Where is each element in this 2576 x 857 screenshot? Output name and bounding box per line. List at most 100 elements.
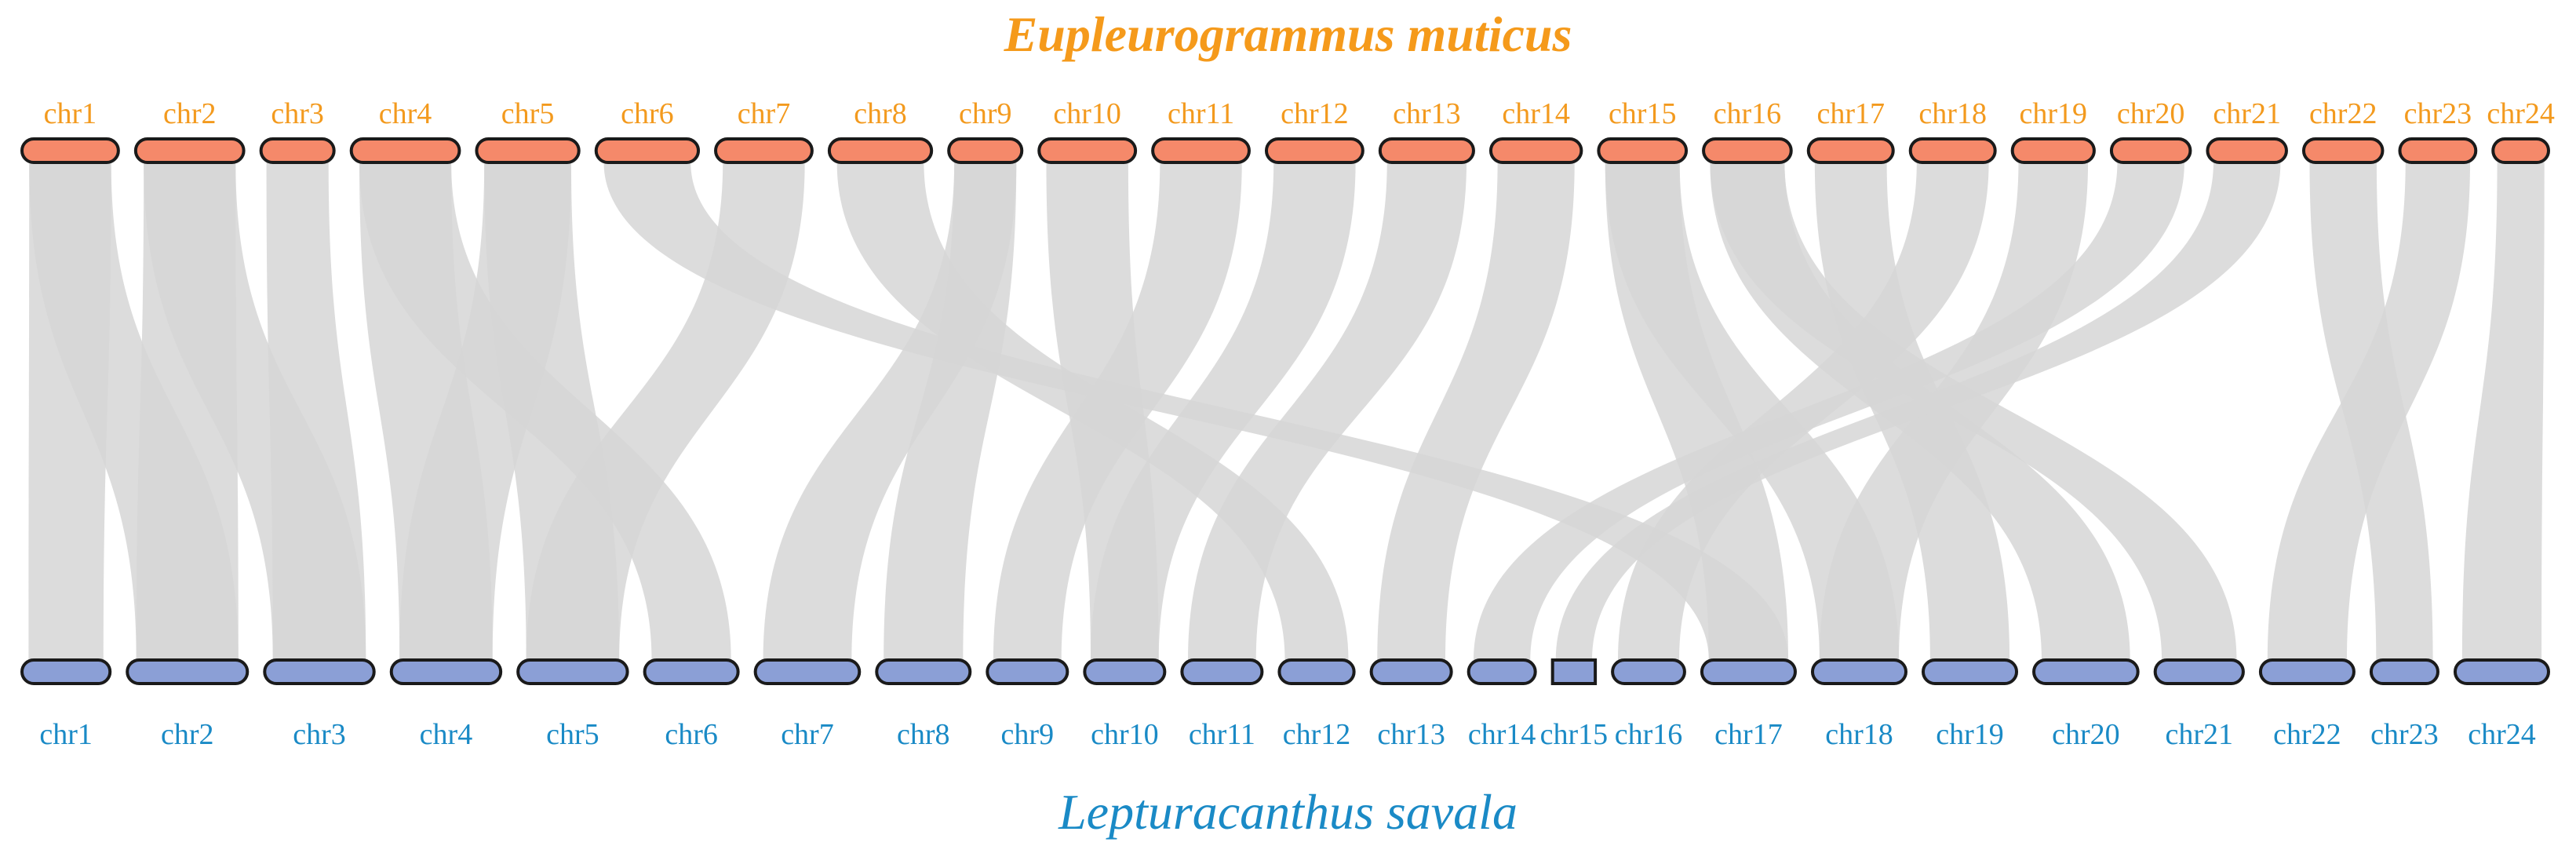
synteny-link-chr13-chr11 [1188,162,1467,660]
synteny-link-chr14-chr13 [1377,162,1575,660]
top-bar-chr4 [349,137,461,164]
top-label-chr17: chr17 [1816,97,1885,130]
bottom-label-chr18: chr18 [1825,718,1893,751]
bottom-label-chr1: chr1 [39,718,93,751]
bottom-label-chr9: chr9 [1001,718,1055,751]
bottom-bar-chr23 [2369,658,2439,685]
bottom-label-chr8: chr8 [897,718,950,751]
top-label-chr8: chr8 [854,97,907,130]
top-label-chr15: chr15 [1609,97,1677,130]
top-label-chr16: chr16 [1714,97,1782,130]
bottom-label-chr19: chr19 [1936,718,2004,751]
top-bar-chr13 [1378,137,1475,164]
top-bar-chr2 [133,137,246,164]
top-bar-chr23 [2398,137,2478,164]
top-label-chr12: chr12 [1281,97,1349,130]
top-label-chr3: chr3 [271,97,324,130]
top-label-chr20: chr20 [2117,97,2185,130]
synteny-link-chr24-chr24 [2461,162,2545,660]
bottom-label-chr3: chr3 [293,718,346,751]
top-bar-chr15 [1597,137,1689,164]
bottom-bar-chr13 [1369,658,1453,685]
top-label-chr1: chr1 [44,97,97,130]
synteny-link-chr19-chr18 [1819,162,2089,660]
top-chromosome-bars [20,137,2550,164]
top-bar-chr12 [1264,137,1365,164]
top-label-chr22: chr22 [2309,97,2377,130]
bottom-label-chr2: chr2 [161,718,214,751]
top-label-chr5: chr5 [501,97,555,130]
bottom-label-chr7: chr7 [781,718,834,751]
bottom-label-chr4: chr4 [420,718,473,751]
top-bar-chr22 [2301,137,2385,164]
synteny-link-chr9-chr8 [884,162,1017,660]
bottom-bar-chr1 [20,658,112,685]
top-label-chr19: chr19 [2020,97,2088,130]
top-bar-chr3 [259,137,336,164]
bottom-bar-chr14 [1467,658,1537,685]
bottom-label-chr10: chr10 [1091,718,1159,751]
top-bar-chr17 [1806,137,1895,164]
bottom-bar-chr11 [1180,658,1264,685]
bottom-bar-chr20 [2032,658,2140,685]
top-label-chr6: chr6 [621,97,674,130]
top-bar-chr5 [475,137,581,164]
bottom-bar-chr19 [1921,658,2019,685]
bottom-bar-chr16 [1611,658,1686,685]
bottom-label-chr23: chr23 [2370,718,2439,751]
bottom-label-chr12: chr12 [1283,718,1351,751]
top-bar-chr20 [2109,137,2192,164]
top-bar-chr9 [947,137,1024,164]
top-label-chr24: chr24 [2487,97,2555,130]
top-bar-chr18 [1908,137,1997,164]
bottom-label-chr22: chr22 [2273,718,2341,751]
bottom-label-chr11: chr11 [1189,718,1255,751]
top-label-chr9: chr9 [959,97,1012,130]
top-label-chr23: chr23 [2404,97,2472,130]
bottom-bar-chr6 [643,658,740,685]
top-label-chr14: chr14 [1502,97,1570,130]
bottom-bar-chr8 [875,658,972,685]
bottom-label-chr16: chr16 [1615,718,1683,751]
top-bar-chr11 [1151,137,1251,164]
synteny-link-chr3-chr3 [266,162,366,660]
bottom-label-chr15: chr15 [1540,718,1609,751]
top-bar-chr24 [2491,137,2550,164]
bottom-bar-chr9 [986,658,1069,685]
top-bar-chr1 [20,137,120,164]
top-label-chr7: chr7 [738,97,791,130]
top-bar-chr8 [827,137,934,164]
top-bar-chr14 [1488,137,1583,164]
bottom-bar-chr18 [1810,658,1907,685]
bottom-bar-chr17 [1700,658,1797,685]
bottom-bar-chr7 [753,658,862,685]
top-label-chr21: chr21 [2213,97,2281,130]
top-label-chr11: chr11 [1168,97,1234,130]
bottom-bar-chr3 [263,658,376,685]
synteny-link-chr7-chr5 [526,162,805,660]
top-label-chr13: chr13 [1393,97,1461,130]
top-bar-chr16 [1702,137,1793,164]
bottom-label-chr14: chr14 [1468,718,1536,751]
top-label-chr2: chr2 [163,97,217,130]
synteny-link-chr23-chr22 [2267,162,2471,660]
synteny-link-chr20-chr14 [1474,162,2184,660]
synteny-links [28,162,2545,660]
bottom-bar-chr12 [1277,658,1356,685]
top-label-chr10: chr10 [1053,97,1121,130]
bottom-label-chr17: chr17 [1714,718,1783,751]
synteny-link-chr21-chr15 [1555,162,2281,660]
synteny-link-chr5-chr4 [399,162,571,660]
bottom-bar-chr24 [2453,658,2550,685]
bottom-bar-chr2 [126,658,250,685]
top-label-chr18: chr18 [1918,97,1987,130]
synteny-link-chr12-chr10 [1090,162,1356,660]
top-species-title: Eupleurogrammus muticus [1004,6,1572,62]
bottom-bar-chr4 [389,658,503,685]
bottom-label-chr20: chr20 [2052,718,2120,751]
bottom-bar-chr10 [1083,658,1167,685]
bottom-bar-chr5 [516,658,629,685]
